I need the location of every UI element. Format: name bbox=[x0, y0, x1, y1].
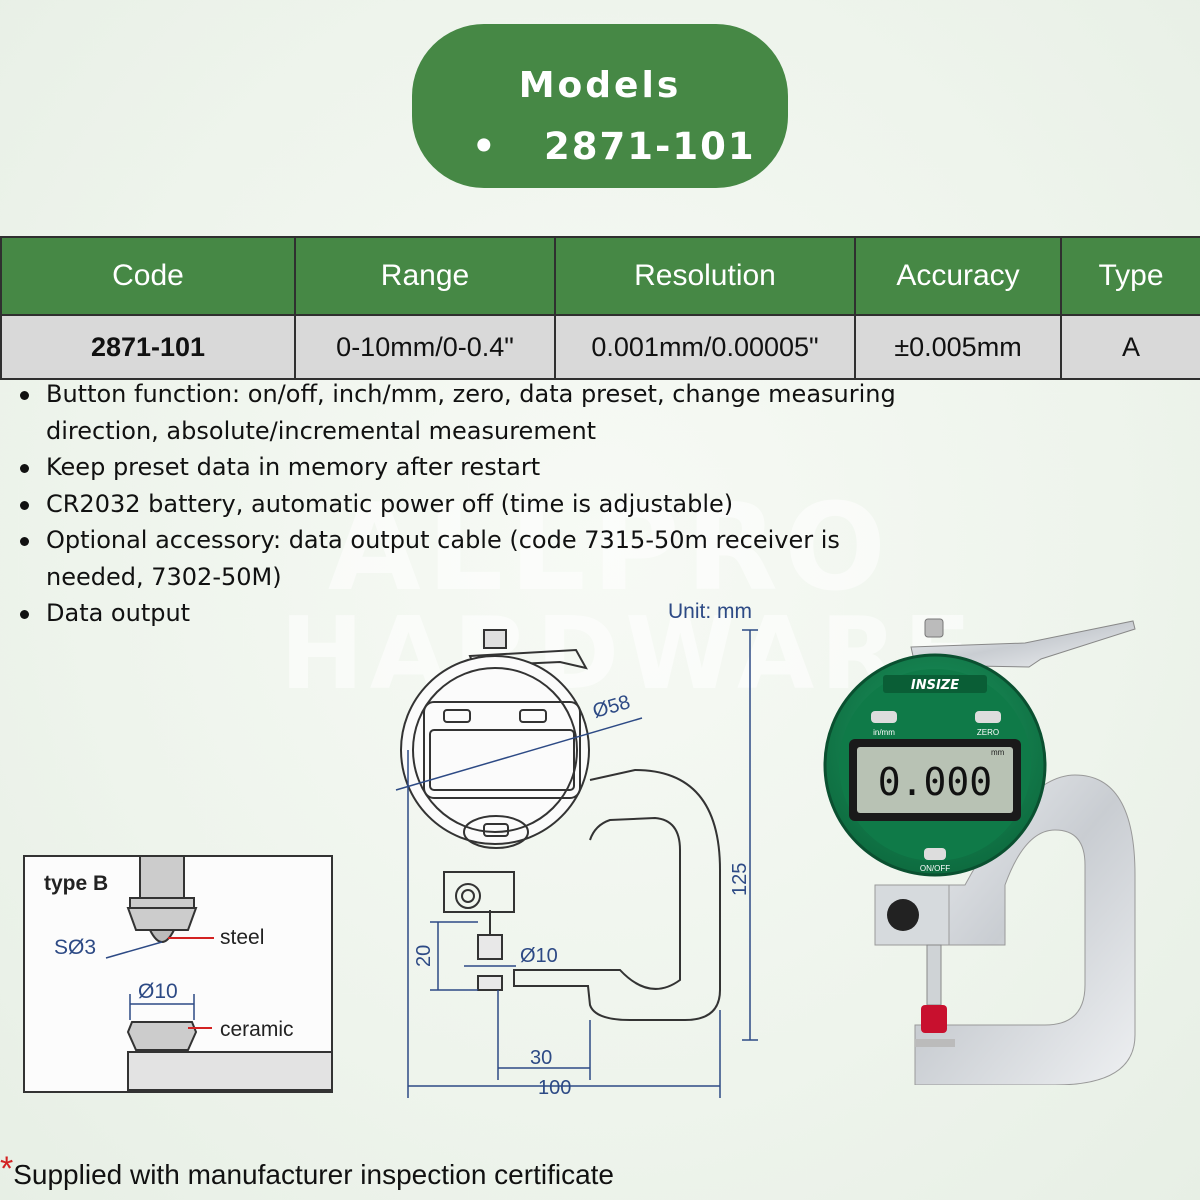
list-item: CR2032 battery, automatic power off (tim… bbox=[18, 486, 918, 523]
models-badge: Models • 2871-101 bbox=[412, 24, 788, 188]
typeb-steel: steel bbox=[220, 926, 264, 949]
footnote-text: Supplied with manufacturer inspection ce… bbox=[13, 1159, 614, 1190]
btn-onoff-label: ON/OFF bbox=[920, 864, 950, 873]
list-item: Data output bbox=[18, 595, 918, 632]
models-item: • 2871-101 bbox=[472, 128, 756, 165]
header-range: Range bbox=[294, 236, 556, 316]
cell-code: 2871-101 bbox=[0, 314, 296, 380]
dim-anvil-diameter: Ø10 bbox=[520, 945, 558, 967]
list-item: Button function: on/off, inch/mm, zero, … bbox=[18, 376, 918, 449]
technical-drawing: Ø58 125 Ø10 20 30 100 bbox=[395, 629, 758, 1099]
btn-inmm-label: in/mm bbox=[873, 728, 895, 737]
typeb-ceramic-diameter: Ø10 bbox=[138, 980, 178, 1003]
btn-zero-label: ZERO bbox=[977, 728, 999, 737]
feature-list: Button function: on/off, inch/mm, zero, … bbox=[18, 376, 918, 632]
models-code: 2871-101 bbox=[544, 125, 756, 168]
watermark-line1: ALLPRO bbox=[327, 479, 893, 618]
models-title: Models bbox=[518, 65, 682, 106]
dim-dial-diameter: Ø58 bbox=[590, 691, 632, 723]
header-resolution: Resolution bbox=[554, 236, 856, 316]
header-type: Type bbox=[1060, 236, 1200, 316]
watermark: ALLPRO HARDWARE bbox=[280, 479, 972, 704]
footnote: *Supplied with manufacturer inspection c… bbox=[0, 1150, 614, 1191]
typeb-sphere: SØ3 bbox=[54, 936, 96, 959]
dim-length: 100 bbox=[538, 1077, 571, 1099]
spec-table: Code Range Resolution Accuracy Type 2871… bbox=[0, 236, 1200, 380]
header-accuracy: Accuracy bbox=[854, 236, 1062, 316]
dim-anvil-height: 20 bbox=[413, 945, 435, 967]
cell-range: 0-10mm/0-0.4" bbox=[294, 314, 556, 380]
brand-logo: INSIZE bbox=[911, 678, 959, 693]
header-code: Code bbox=[0, 236, 296, 316]
table-header-row: Code Range Resolution Accuracy Type bbox=[0, 236, 1200, 316]
display-readout: 0.000 bbox=[878, 760, 992, 804]
dim-height: 125 bbox=[729, 863, 751, 896]
list-item: Optional accessory: data output cable (c… bbox=[18, 522, 926, 595]
cell-resolution: 0.001mm/0.00005" bbox=[554, 314, 856, 380]
dim-throat: 30 bbox=[530, 1047, 552, 1069]
cell-accuracy: ±0.005mm bbox=[854, 314, 1062, 380]
typeb-title: type B bbox=[44, 872, 108, 895]
footnote-star: * bbox=[0, 1150, 14, 1188]
display-unit: mm bbox=[991, 748, 1005, 757]
cell-type: A bbox=[1060, 314, 1200, 380]
table-row: 2871-101 0-10mm/0-0.4" 0.001mm/0.00005" … bbox=[0, 314, 1200, 380]
list-item: Keep preset data in memory after restart bbox=[18, 449, 918, 486]
typeb-ceramic: ceramic bbox=[220, 1018, 294, 1041]
type-b-inset: type B steel SØ3 Ø10 ceramic bbox=[23, 855, 333, 1093]
product-image: INSIZE in/mm ZERO mm 0.000 ON/OFF bbox=[823, 618, 1136, 1085]
models-bullet: • bbox=[472, 125, 498, 168]
unit-label: Unit: mm bbox=[668, 600, 752, 623]
